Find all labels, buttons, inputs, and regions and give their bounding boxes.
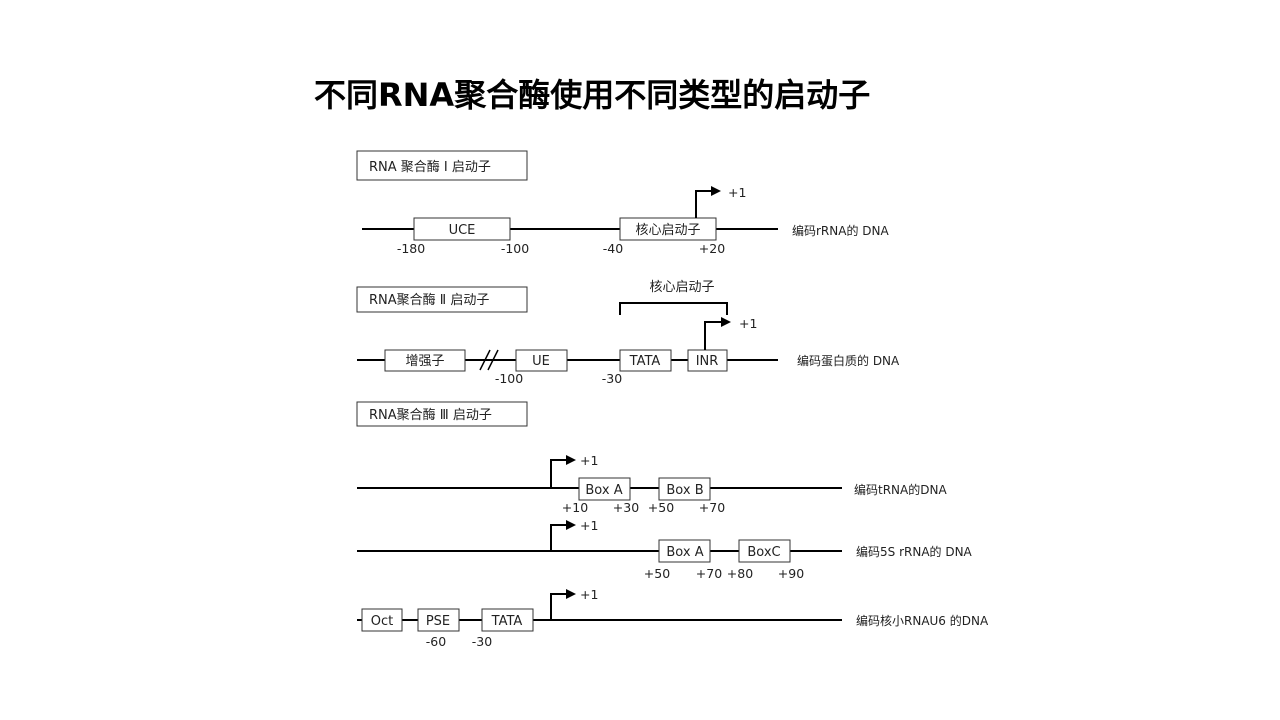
pol3-u6-row: +1 Oct PSE TATA -60 -30 编码核小RNAU6 的DNA [357,587,989,649]
pol2-section: RNA聚合酶 Ⅱ 启动子 核心启动子 增强子 UE TATA INR +1 -1… [356,280,900,386]
pol2-pos-100: -100 [495,371,523,386]
rrna5s-dna-label: 编码5S rRNA的 DNA [856,544,973,559]
trna-pos-50: +50 [648,500,674,515]
rrna5s-boxa-label: Box A [666,545,703,560]
pol3-header-box [356,401,528,427]
pol2-inr-box [687,349,728,372]
u6-tata-label: TATA [491,614,523,629]
slide-title: 不同RNA聚合酶使用不同类型的启动子 [314,76,871,114]
trna-boxb [658,477,711,501]
pol1-core-box [619,217,717,241]
trna-pos-30: +30 [613,500,639,515]
pol3-5s-row: +1 Box A BoxC +50 +70 +80 +90 编码5S rRNA的… [357,518,973,581]
pol1-uce-label: UCE [449,223,476,238]
pol2-ue-box [515,349,568,372]
pol2-pos-30: -30 [602,371,622,386]
pol2-enhancer-box [384,349,466,372]
rrna5s-boxc-label: BoxC [747,545,780,560]
pol1-header: RNA 聚合酶 Ⅰ 启动子 [369,159,491,175]
trna-boxa [578,477,631,501]
pol2-header: RNA聚合酶 Ⅱ 启动子 [369,292,489,308]
rrna5s-pos-50: +50 [644,566,670,581]
pol2-ue-label: UE [532,354,550,369]
rrna5s-tss-arrow [550,520,576,551]
pol2-tata-box [619,349,672,372]
pol3-section: RNA聚合酶 Ⅲ 启动子 +1 Box A Box B +10 +30 +50 … [356,401,989,649]
pol2-bracket-label: 核心启动子 [649,280,714,295]
pol1-core-label: 核心启动子 [635,223,700,238]
u6-dna-label: 编码核小RNAU6 的DNA [856,613,989,628]
pol1-dna-label: 编码rRNA的 DNA [792,223,889,238]
pol1-section: RNA 聚合酶 Ⅰ 启动子 UCE 核心启动子 +1 -180 -100 -40… [356,150,889,256]
pol2-dna-label: 编码蛋白质的 DNA [797,353,900,368]
pol2-tata-label: TATA [629,354,661,369]
rrna5s-pos-80: +80 [727,566,753,581]
pol3-header: RNA聚合酶 Ⅲ 启动子 [369,407,492,423]
rrna5s-pos-90: +90 [778,566,804,581]
pol2-tss-label: +1 [739,316,757,331]
pol1-tss-label: +1 [728,185,746,200]
pol1-pos-40: -40 [603,241,623,256]
trna-boxb-label: Box B [666,483,703,498]
u6-oct-box [361,608,403,632]
pol2-break-mark-2 [487,349,499,371]
pol2-inr-label: INR [696,354,719,369]
u6-pos-30: -30 [472,634,492,649]
pol2-header-box [356,286,528,313]
u6-oct-label: Oct [371,614,393,629]
u6-pse-label: PSE [426,614,450,629]
trna-tss-arrow [550,455,576,488]
trna-boxa-label: Box A [585,483,622,498]
pol2-enhancer-label: 增强子 [405,354,444,369]
trna-pos-70: +70 [699,500,725,515]
trna-dna-label: 编码tRNA的DNA [854,482,947,497]
pol3-trna-row: +1 Box A Box B +10 +30 +50 +70 编码tRNA的DN… [357,453,947,515]
pol1-pos-100: -100 [501,241,529,256]
u6-tss-arrow [550,589,576,620]
pol1-uce-box [413,217,511,241]
u6-pse-box [417,608,460,632]
rrna5s-boxa [658,539,711,563]
u6-tata-box [481,608,534,632]
rrna5s-boxc [738,539,791,563]
pol2-break-mark-1 [479,349,491,371]
pol1-pos-20: +20 [699,241,725,256]
rrna5s-tss-label: +1 [580,518,598,533]
pol1-header-box [356,150,528,181]
pol1-tss-arrow [695,186,721,218]
pol2-tss-arrow [704,317,731,350]
pol2-core-bracket [619,302,728,315]
trna-pos-10: +10 [562,500,588,515]
pol1-pos-180: -180 [397,241,425,256]
u6-pos-60: -60 [426,634,446,649]
trna-tss-label: +1 [580,453,598,468]
u6-tss-label: +1 [580,587,598,602]
rrna5s-pos-70: +70 [696,566,722,581]
